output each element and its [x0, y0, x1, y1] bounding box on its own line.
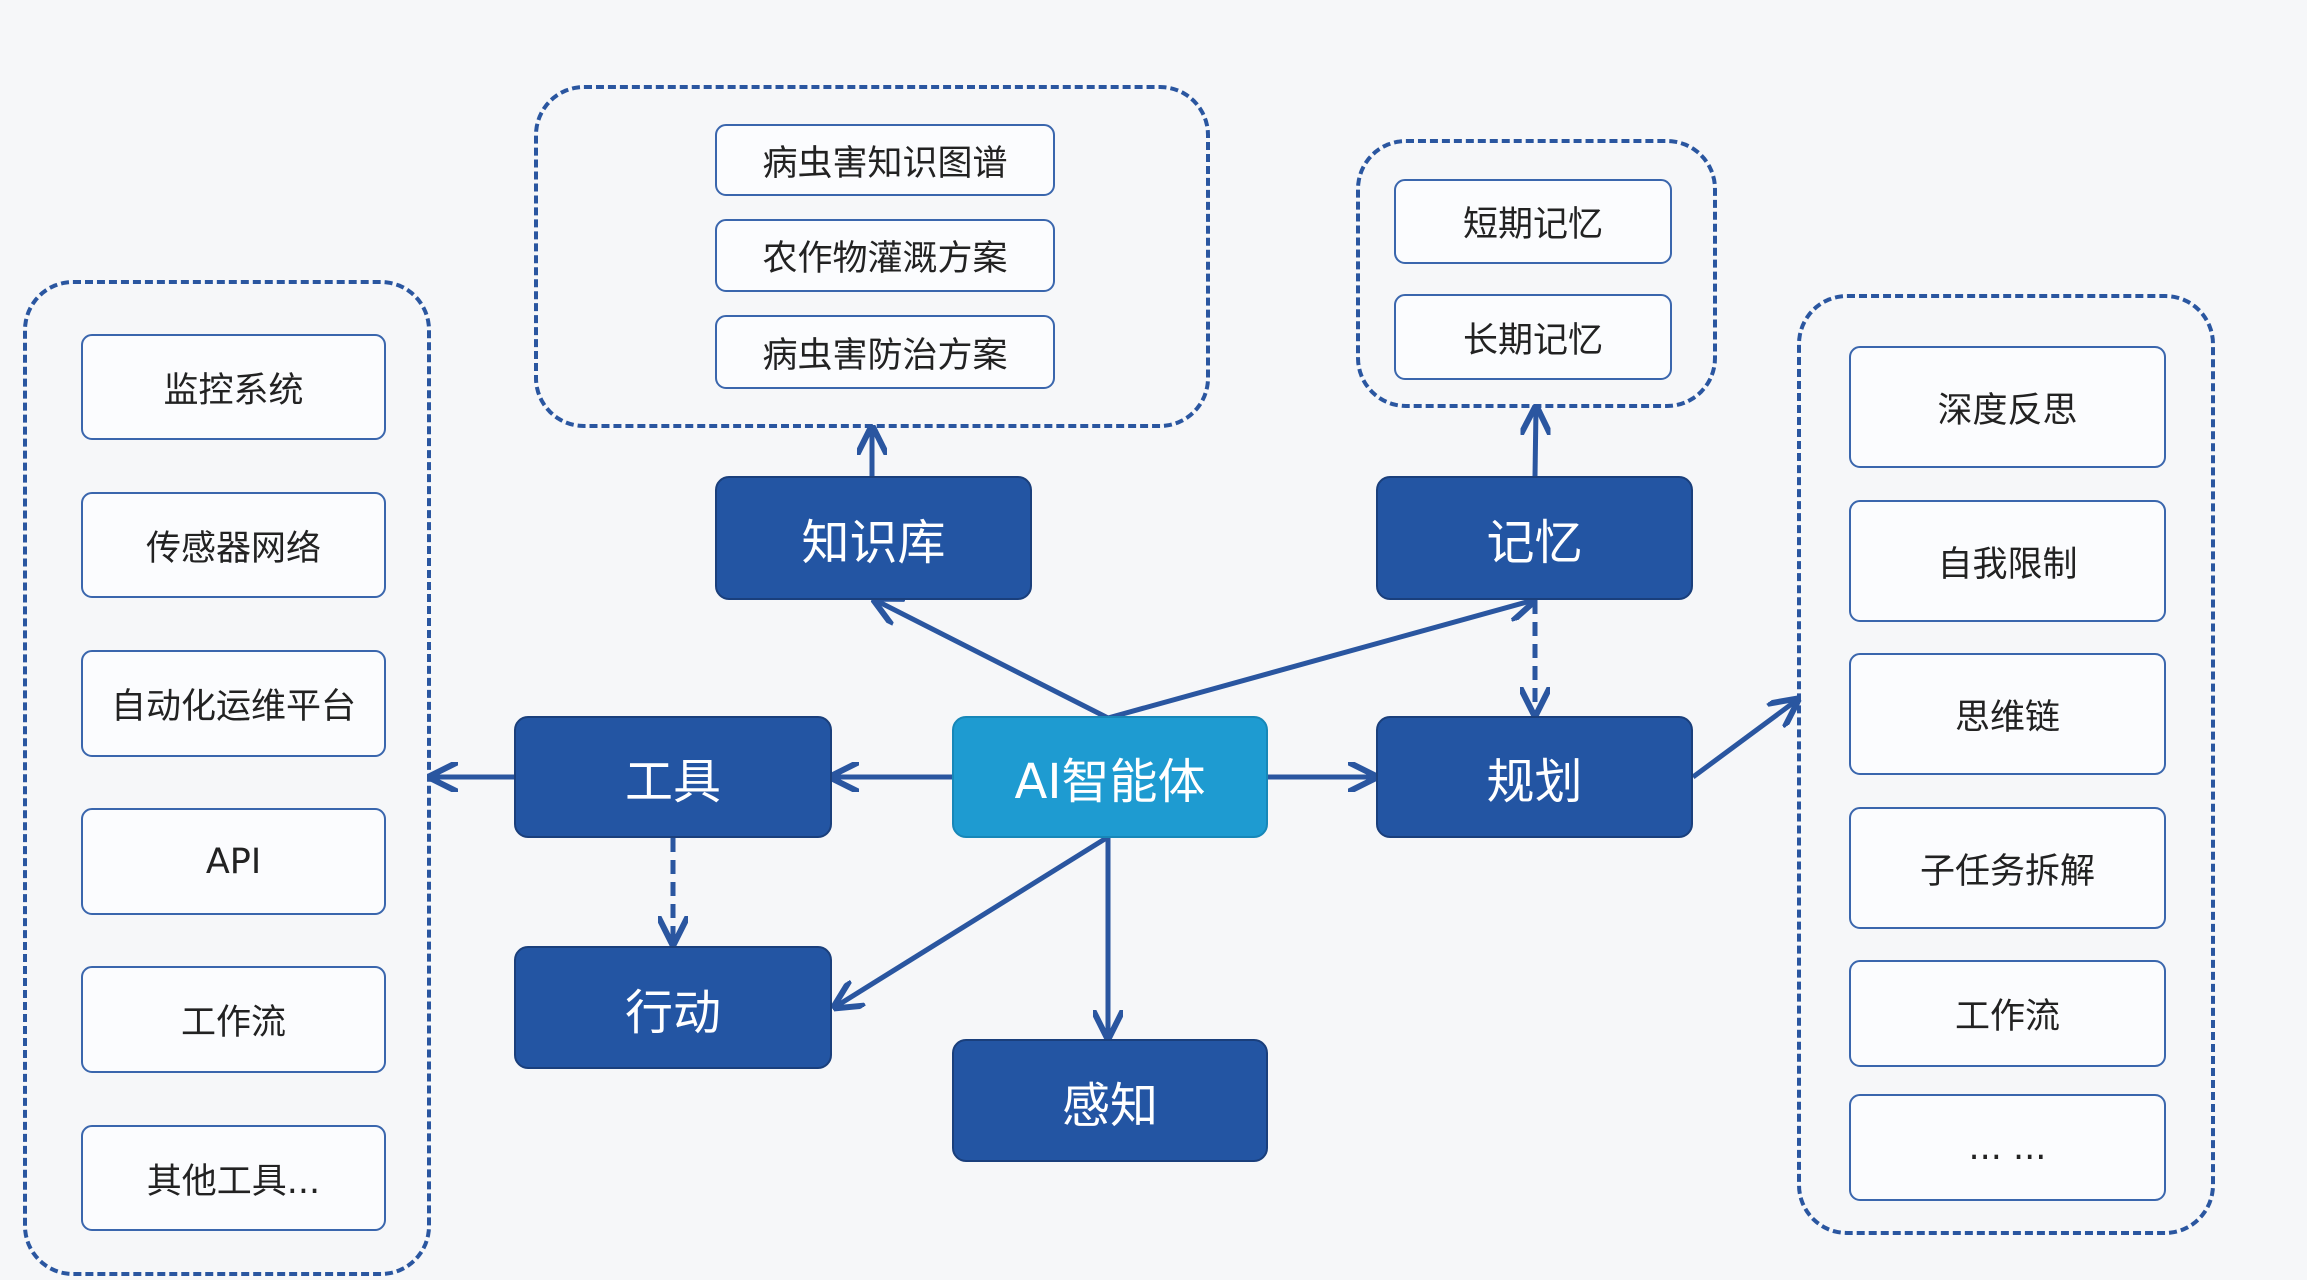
tool-item-other: 其他工具... [81, 1125, 386, 1231]
knowledge-item-prevention: 病虫害防治方案 [715, 315, 1055, 389]
node-perception: 感知 [952, 1039, 1268, 1162]
edge-center-to-knowledge [875, 600, 1110, 721]
edge-memory-to-group [1535, 408, 1536, 477]
knowledge-item-graph: 病虫害知识图谱 [715, 124, 1055, 196]
knowledge-item-irrigation: 农作物灌溉方案 [715, 219, 1055, 292]
memory-item-long-term: 长期记忆 [1394, 294, 1672, 380]
tool-item-sensor-network: 传感器网络 [81, 492, 386, 598]
node-ai-agent: AI智能体 [952, 716, 1268, 838]
node-action: 行动 [514, 946, 832, 1069]
edge-center-to-memory [1107, 600, 1534, 721]
planning-item-more: ... ... [1849, 1094, 2166, 1201]
node-knowledge-base: 知识库 [715, 476, 1032, 600]
edge-planning-to-group [1691, 700, 1797, 780]
planning-item-reflection: 深度反思 [1849, 346, 2166, 468]
memory-group [1356, 139, 1717, 408]
planning-item-subtask: 子任务拆解 [1849, 807, 2166, 929]
edge-center-to-action [835, 834, 1110, 1007]
node-memory: 记忆 [1376, 476, 1693, 600]
tools-group [23, 280, 431, 1276]
tool-item-workflow: 工作流 [81, 966, 386, 1073]
node-tools: 工具 [514, 716, 832, 838]
tool-item-automation-platform: 自动化运维平台 [81, 650, 386, 757]
node-planning: 规划 [1376, 716, 1693, 838]
planning-item-self-limit: 自我限制 [1849, 500, 2166, 622]
planning-item-chain-of-thought: 思维链 [1849, 653, 2166, 775]
planning-item-workflow: 工作流 [1849, 960, 2166, 1067]
memory-item-short-term: 短期记忆 [1394, 179, 1672, 264]
tool-item-monitoring: 监控系统 [81, 334, 386, 440]
tool-item-api: API [81, 808, 386, 915]
knowledge-group [534, 85, 1210, 428]
planning-group [1797, 294, 2215, 1235]
